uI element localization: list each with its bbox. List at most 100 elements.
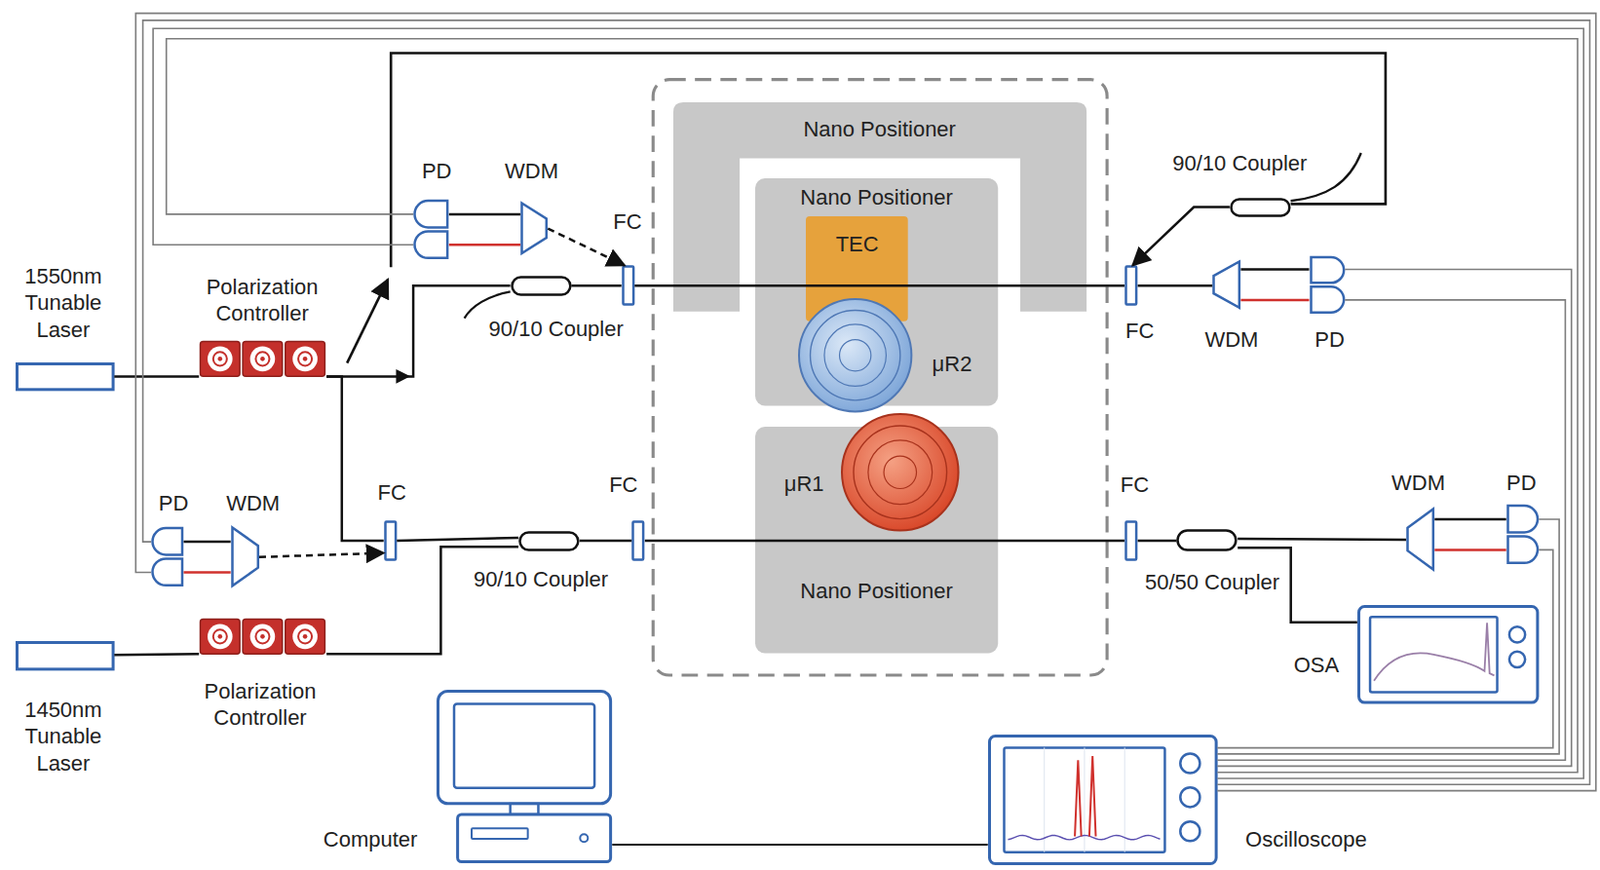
microresonator: μR2 [794,294,978,418]
fiber-coupler: 90/10 Coupler [463,525,617,595]
fiber-line [449,243,521,247]
photodetector: PD [146,490,190,593]
fiber-line [135,13,1597,792]
component-label: Nano Positioner [802,115,956,143]
fiber-connection [1217,269,1571,767]
component-label: Nano Positioner [800,185,953,212]
fiber-connector-shape [1124,265,1139,306]
component-label: 90/10 Coupler [489,316,624,343]
fiber-line [1217,519,1560,755]
wdm-demux-shape [520,201,548,255]
fiber-connection [547,228,625,267]
spectrum-analyzer-shape [1357,605,1539,705]
component-label: WDM [1391,470,1446,497]
fiber-connection [396,537,519,541]
fiber-line [1240,299,1309,303]
wdm-demux: WDM [499,154,562,258]
fiber-line [1138,539,1178,543]
component-label: PD [158,491,190,518]
fiber-line [1132,207,1230,267]
wdm-demux-shape [1212,260,1241,309]
component-label: WDM [504,157,559,185]
component-label: 90/10 Coupler [1172,150,1307,177]
photodetector-shape [413,198,450,261]
fiber-line [1434,518,1506,522]
component-label: FC [612,209,642,236]
fiber-connection [1237,547,1358,623]
fiber-connection [1132,207,1230,267]
photodetector-shape [1309,255,1346,315]
fiber-coupler-shape [1229,197,1292,218]
fiber-line [396,537,519,541]
fiber-line [1217,300,1565,761]
fiber-connection [114,653,199,655]
component-label: PD [421,157,453,185]
oscilloscope-shape [988,734,1219,866]
component-label: OSA [1294,651,1339,679]
fiber-line [634,284,1125,288]
fiber-line [152,28,1584,779]
laser-source: 1450nm Tunable Laser [9,636,120,780]
fiber-coupler-shape [518,531,580,552]
fiber-line [184,571,231,574]
fiber-connection [114,376,199,378]
fiber-line [326,376,384,541]
fiber-connection [1237,538,1407,540]
wdm-demux-shape [230,526,260,588]
laser-source-shape [15,641,115,671]
fiber-connection [634,285,1125,287]
fiber-connection [326,546,519,654]
fiber-connection [135,13,1597,792]
component-label: PD [1506,470,1537,497]
photodetector-shape [1506,503,1540,566]
spectrum-analyzer: OSA [1291,602,1542,707]
fiber-tail [464,291,511,318]
fiber-connection [449,214,521,245]
fiber-line [326,285,510,377]
fiber-line [114,375,199,379]
fiber-line [449,213,521,217]
fiber-coupler-shape [510,275,572,297]
component-label: Polarization Controller [190,273,335,328]
fiber-connector-shape [1124,520,1139,562]
switch-arrow [346,279,388,364]
fiber-coupler-shape [1176,529,1238,552]
polarization-controller-shape [198,340,327,379]
enclosure-dashed [652,79,1107,676]
oscilloscope: Oscilloscope [979,729,1372,868]
fiber-connection [326,285,510,377]
fiber-line [326,546,519,654]
nano-positioner: Nano PositionerTECμR2 [755,178,998,407]
fiber-connection [579,540,632,542]
fiber-line [611,843,988,846]
computer: Computer [305,685,614,868]
photodetector: PD [1303,250,1355,358]
photodetector: PD [408,154,455,263]
laser-source: 1550nm Tunable Laser [9,255,120,397]
component-label: WDM [226,491,280,518]
component-label: FC [1120,472,1149,499]
component-label: Polarization Controller [189,677,333,731]
component-label: FC [377,479,406,506]
photodetector: PD [1499,469,1545,571]
fiber-connection [611,844,988,846]
microresonator: μR1 [775,408,965,536]
fiber-line [1240,267,1309,271]
fiber-connector: FC [1117,260,1164,347]
wdm-demux: WDM [1392,469,1449,576]
component-label: Computer [323,826,419,853]
fiber-connection [259,553,384,558]
fiber-connection [184,541,231,572]
fiber-line [1237,538,1407,540]
microresonator-shape [839,412,961,534]
fiber-line [143,20,1591,785]
fiber-line [645,539,1125,543]
fiber-line [1434,548,1506,552]
component-label: FC [1125,318,1154,345]
fiber-connector-shape [621,265,636,306]
fiber-connection [1138,285,1214,287]
fiber-line [114,653,199,655]
component-label: WDM [1204,326,1258,353]
